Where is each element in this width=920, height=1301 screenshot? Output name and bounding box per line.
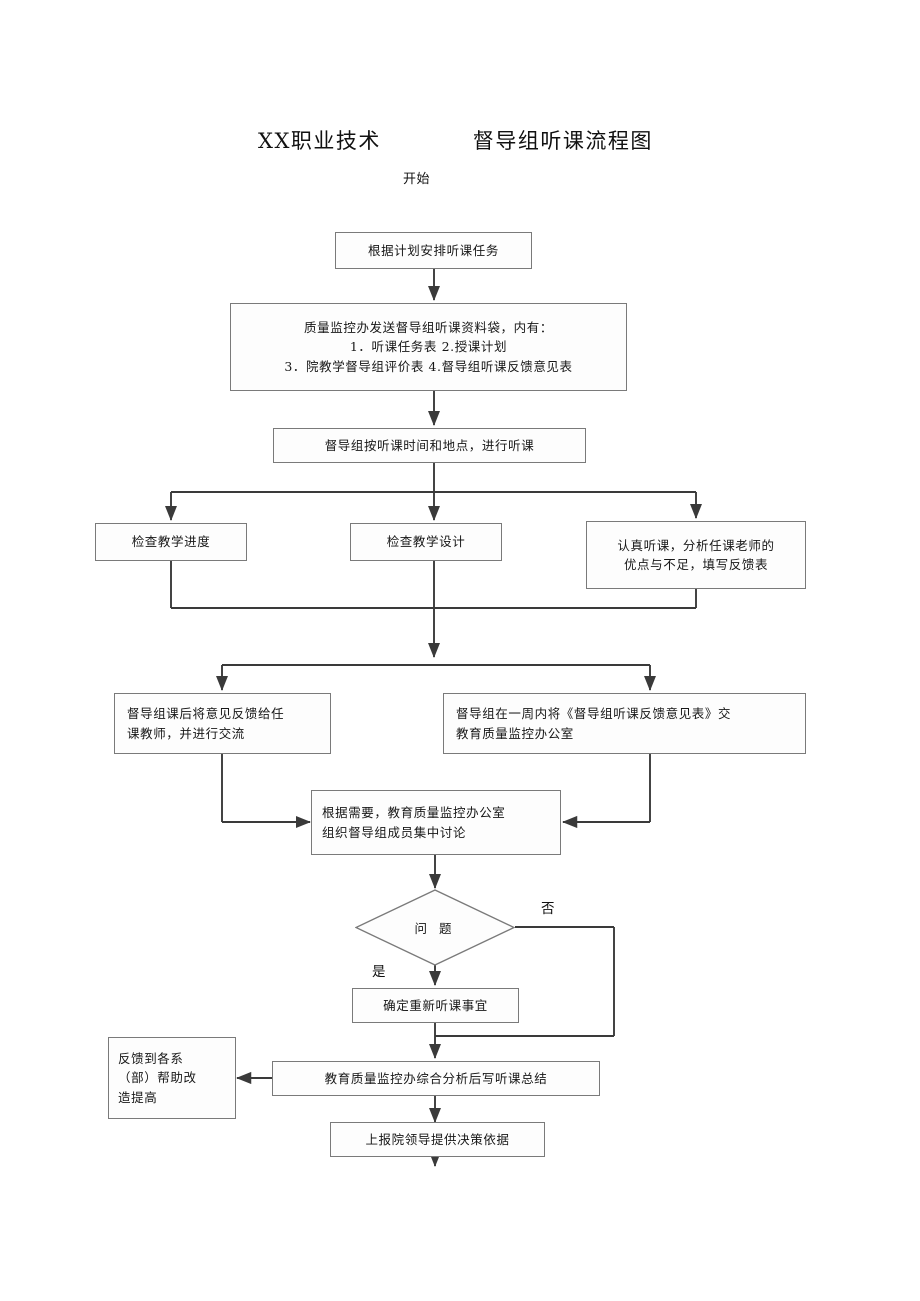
node-materials[interactable]: 质量监控办发送督导组听课资料袋，内有： 1．听课任务表 2.授课计划 3．院教学… [230, 303, 627, 391]
node-submit-form-line-0: 督导组在一周内将《督导组听课反馈意见表》交 [456, 706, 732, 722]
node-feedback-dept-line-2: 造提高 [118, 1089, 158, 1105]
page-title-right: 督导组听课流程图 [472, 129, 653, 153]
node-submit-form[interactable]: 督导组在一周内将《督导组听课反馈意见表》交 教育质量监控办公室 [443, 693, 806, 754]
node-listen-analyze[interactable]: 认真听课，分析任课老师的 优点与不足，填写反馈表 [586, 521, 806, 589]
node-summary-line-0: 教育质量监控办综合分析后写听课总结 [324, 1070, 548, 1086]
node-feedback-teacher[interactable]: 督导组课后将意见反馈给任 课教师，并进行交流 [114, 693, 331, 754]
node-attend-class[interactable]: 督导组按听课时间和地点，进行听课 [273, 428, 586, 463]
node-materials-line-2: 3．院教学督导组评价表 4.督导组听课反馈意见表 [284, 358, 573, 374]
node-materials-line-1: 1．听课任务表 2.授课计划 [349, 339, 508, 355]
node-plan-task[interactable]: 根据计划安排听课任务 [335, 232, 532, 269]
node-plan-task-line-0: 根据计划安排听课任务 [367, 242, 499, 258]
edge-label-yes: 是 [372, 964, 386, 980]
node-report-leader-line-0: 上报院领导提供决策依据 [365, 1131, 510, 1147]
start-label: 开始 [403, 172, 431, 187]
node-re-listen-line-0: 确定重新听课事宜 [383, 997, 488, 1013]
node-decision-label: 问 题 [414, 921, 456, 936]
node-check-progress[interactable]: 检查教学进度 [95, 523, 247, 561]
node-decision-problem[interactable]: 问 题 [354, 889, 516, 966]
node-check-progress-line-0: 检查教学进度 [131, 534, 211, 550]
node-report-leader[interactable]: 上报院领导提供决策依据 [330, 1122, 545, 1157]
node-group-discussion-line-1: 组织督导组成员集中讨论 [322, 824, 467, 840]
node-attend-class-line-0: 督导组按听课时间和地点，进行听课 [324, 437, 535, 453]
node-feedback-teacher-line-1: 课教师，并进行交流 [127, 725, 245, 741]
node-check-design[interactable]: 检查教学设计 [350, 523, 502, 561]
node-feedback-dept-line-1: （部）帮助改 [118, 1070, 197, 1086]
node-group-discussion-line-0: 根据需要，教育质量监控办公室 [322, 805, 506, 821]
decision-diamond-shape [354, 889, 516, 966]
node-materials-line-0: 质量监控办发送督导组听课资料袋，内有： [304, 319, 553, 335]
node-submit-form-line-1: 教育质量监控办公室 [456, 725, 574, 741]
node-group-discussion[interactable]: 根据需要，教育质量监控办公室 组织督导组成员集中讨论 [311, 790, 561, 855]
node-re-listen[interactable]: 确定重新听课事宜 [352, 988, 519, 1023]
page-title: XX职业技术 督导组听课流程图 [258, 125, 653, 155]
node-feedback-teacher-line-0: 督导组课后将意见反馈给任 [127, 706, 285, 722]
edge-label-no: 否 [541, 901, 555, 917]
node-listen-analyze-line-1: 优点与不足，填写反馈表 [623, 557, 769, 572]
page-title-left: XX职业技术 [258, 129, 381, 153]
node-feedback-dept[interactable]: 反馈到各系 （部）帮助改 造提高 [108, 1037, 236, 1119]
node-feedback-dept-line-0: 反馈到各系 [118, 1050, 184, 1066]
node-summary[interactable]: 教育质量监控办综合分析后写听课总结 [272, 1061, 600, 1096]
node-listen-analyze-line-0: 认真听课，分析任课老师的 [617, 537, 775, 553]
node-check-design-line-0: 检查教学设计 [386, 534, 466, 550]
